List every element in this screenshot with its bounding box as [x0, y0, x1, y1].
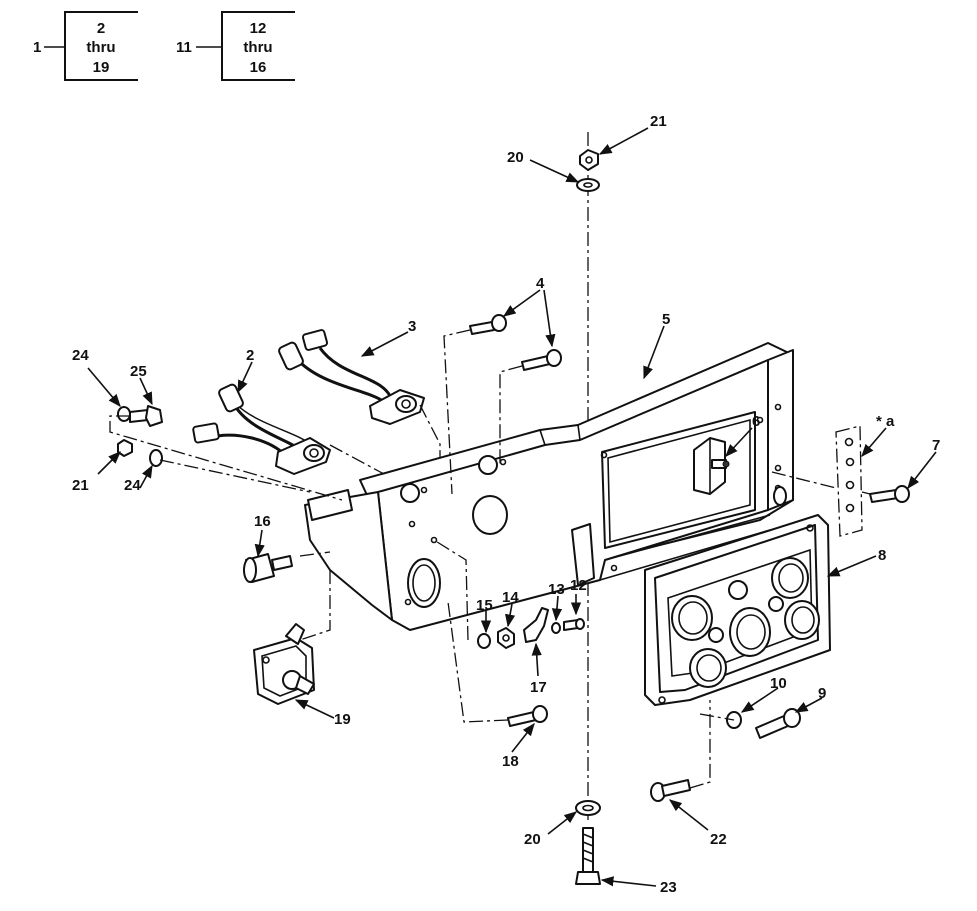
callout-labels: 21 20 4 5 3 2 24 25 21 24 16 19 6 * a 7 …: [72, 113, 940, 896]
gauge-4: [784, 600, 820, 640]
callout-9: 9: [818, 685, 826, 702]
index-box-1-mid: thru: [86, 39, 115, 56]
gauge-1: [671, 595, 713, 641]
index-box-11-bottom: 16: [250, 59, 267, 76]
harness-2: [192, 383, 331, 475]
washer-20-bottom: [575, 800, 601, 816]
index-box-1: 1 2 thru 19: [33, 11, 138, 81]
callout-23: 23: [660, 879, 677, 896]
bolt-23: [575, 827, 601, 885]
index-box-11-ref: 11: [176, 39, 192, 56]
washer-13: [551, 622, 561, 634]
assembly-lines: [109, 329, 871, 789]
nut-14: [497, 627, 515, 649]
washer-20-top: [576, 178, 600, 192]
callout-24-top: 24: [72, 347, 89, 364]
callout-24-lower: 24: [124, 477, 141, 494]
bolt-25: [129, 405, 163, 427]
callout-21-top: 21: [650, 113, 667, 130]
nut-21-top: [579, 149, 599, 171]
harness-3: [278, 329, 425, 425]
screw-4-b: [521, 349, 562, 371]
washer-24-lower: [149, 449, 163, 467]
screw-22: [650, 779, 691, 802]
switch-16: [243, 553, 293, 583]
light-switch-19: [253, 623, 315, 705]
callout-3: 3: [408, 318, 416, 335]
callout-13: 13: [548, 581, 565, 598]
callout-6: 6: [752, 413, 760, 430]
callout-25: 25: [130, 363, 147, 380]
callout-14: 14: [502, 589, 519, 606]
instrument-panel-bracket: [304, 342, 794, 631]
callout-20-bottom: 20: [524, 831, 541, 848]
gauge-3: [771, 557, 809, 599]
callout-12: 12: [570, 577, 587, 594]
index-box-11: 11 12 thru 16: [176, 11, 295, 81]
callout-21-left: 21: [72, 477, 89, 494]
gasket-strip-a: [835, 425, 863, 537]
screw-12: [563, 618, 585, 631]
leader-arrows: [87, 127, 937, 887]
toggle-switch: [693, 437, 730, 495]
gauge-5: [689, 648, 727, 688]
index-box-11-top: 12: [250, 20, 267, 37]
screw-7: [869, 485, 910, 503]
callout-20-top: 20: [507, 149, 524, 166]
screw-4-a: [469, 314, 507, 335]
callout-5: 5: [662, 311, 670, 328]
callout-15: 15: [476, 597, 493, 614]
screw-18: [507, 705, 548, 727]
lock-washer-24-top: [117, 406, 131, 422]
callout-18: 18: [502, 753, 519, 770]
lever-17: [523, 607, 549, 643]
callout-note-a: * a: [876, 413, 895, 430]
callout-7: 7: [932, 437, 940, 454]
callout-2: 2: [246, 347, 254, 364]
callout-22: 22: [710, 831, 727, 848]
gauge-2: [729, 607, 771, 657]
callout-19: 19: [334, 711, 351, 728]
index-box-1-bottom: 19: [93, 59, 110, 76]
index-box-11-mid: thru: [243, 39, 272, 56]
callout-4: 4: [536, 275, 545, 292]
screw-9: [755, 708, 801, 739]
callout-10: 10: [770, 675, 787, 692]
callout-17: 17: [530, 679, 547, 696]
instrument-cluster: [644, 514, 831, 706]
washer-15: [477, 633, 491, 649]
index-box-1-top: 2: [97, 20, 105, 37]
callout-8: 8: [878, 547, 886, 564]
index-box-1-ref: 1: [33, 39, 41, 56]
nut-21-left: [117, 439, 133, 457]
callout-16: 16: [254, 513, 271, 530]
